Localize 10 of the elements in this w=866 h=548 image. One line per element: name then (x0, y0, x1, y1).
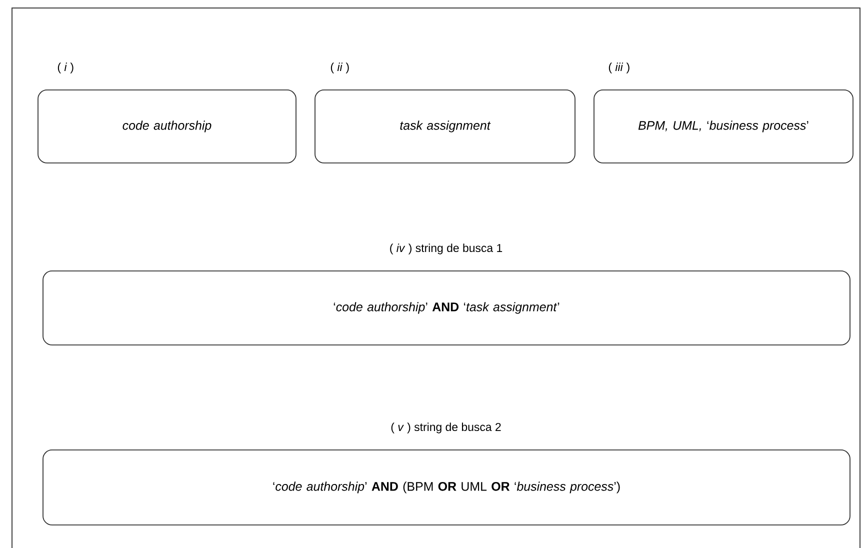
rounded-box: code authorship (38, 90, 296, 164)
rounded-box: BPM, UML, ‘business process’ (594, 90, 854, 164)
box-heading: ( v ) string de busca 2 (391, 422, 501, 434)
box-heading: ( ii ) (330, 62, 349, 74)
rounded-box: task assignment (314, 90, 576, 164)
box-heading: ( iii ) (608, 62, 630, 74)
box-heading: ( i ) (58, 62, 74, 74)
rounded-box: ‘code authorship’ AND ‘task assignment’ (42, 270, 850, 346)
box-heading: ( iv ) string de busca 1 (390, 244, 502, 254)
rounded-box: ‘code authorship’ AND (BPM OR UML OR ‘business process’) (42, 450, 850, 526)
